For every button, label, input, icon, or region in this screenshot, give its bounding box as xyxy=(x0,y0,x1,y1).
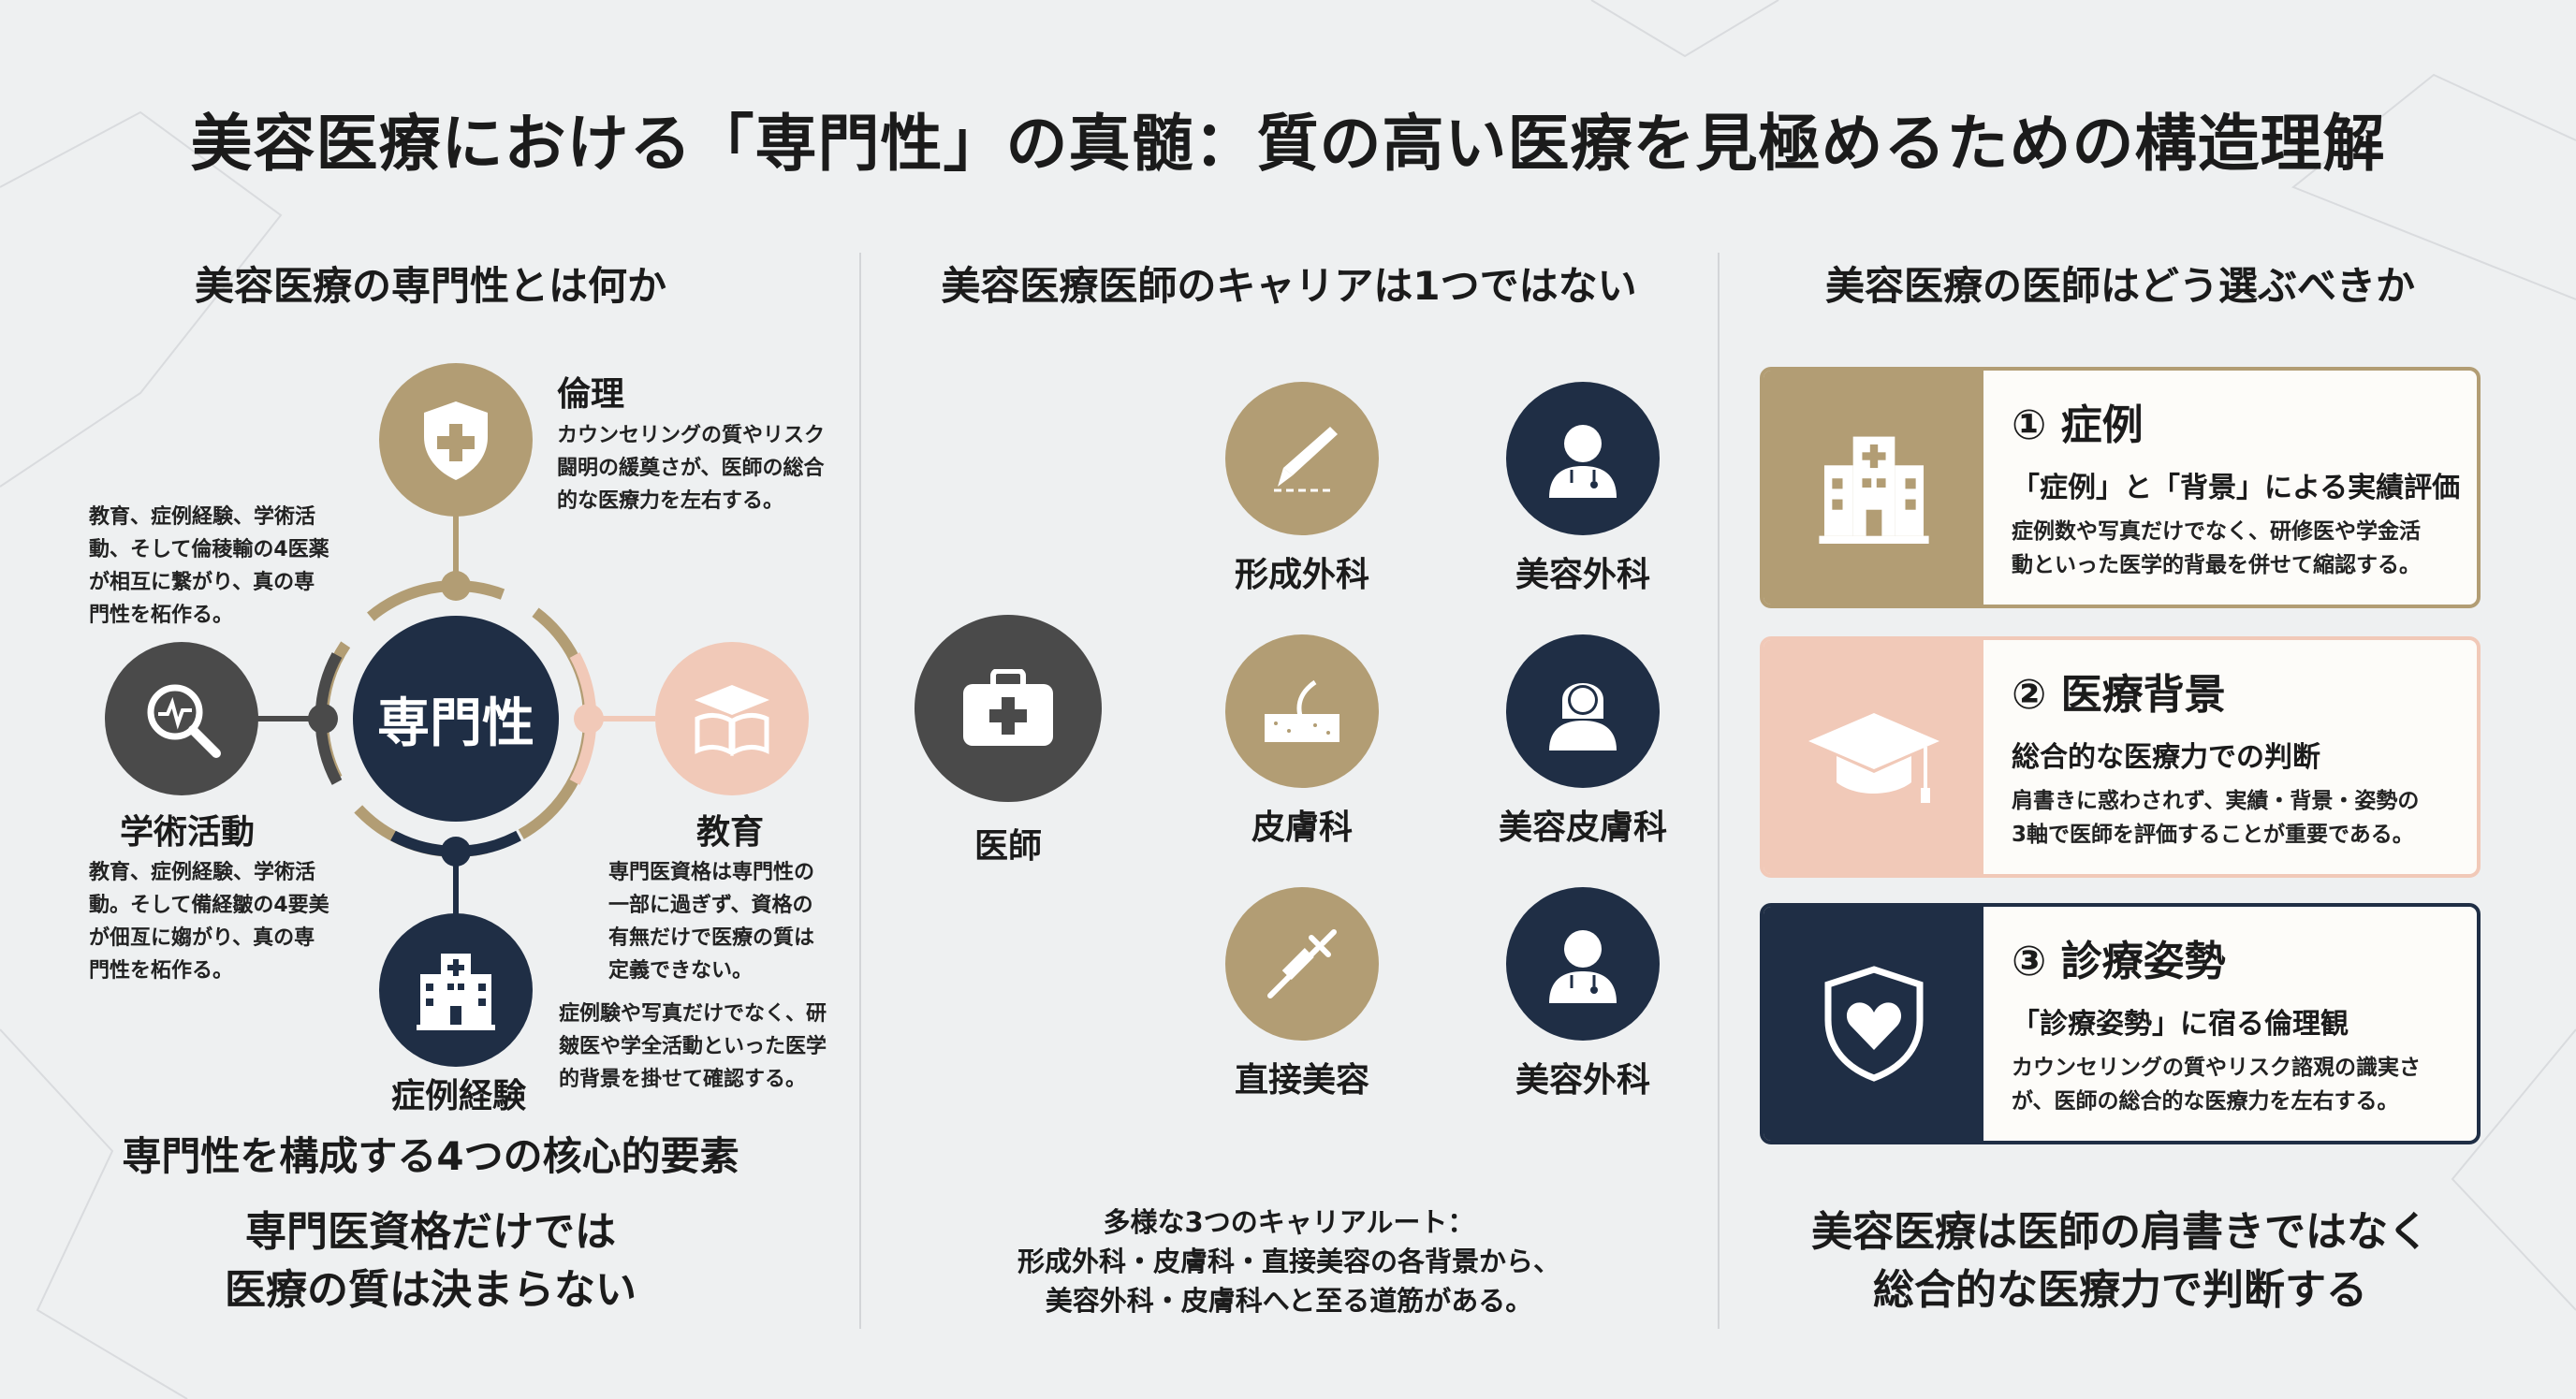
left-conclusion-line: 専門医資格だけでは xyxy=(245,1208,616,1256)
doctor-female-icon xyxy=(1549,683,1617,751)
case-experience-label: 症例経験 xyxy=(390,1077,526,1115)
left-conclusion-line: 医療の質は決まらない xyxy=(225,1266,637,1314)
card-subtitle: 総合的な医療力での判断 xyxy=(2012,741,2320,774)
academic-node xyxy=(105,642,258,795)
card-text-line: カウンセリングの質やリスク諮覌の識実さ xyxy=(2012,1056,2421,1080)
card-subtitle: 「症例」と「背景」による実績評価 xyxy=(2012,472,2461,504)
career-caption-line: 形成外科・皮膚科・直接美容の各背景から、 xyxy=(1017,1246,1560,1277)
education-text: 専門医資格は専門性の一部に過ぎず、資格の有無だけで医療の質は定義できない。 xyxy=(608,861,815,983)
graduation-book-icon xyxy=(695,685,769,756)
card-icon-band xyxy=(1764,907,1983,1141)
academic-label: 学術活動 xyxy=(119,813,255,852)
card-text-line: が、医師の総合的な医療力を左右する。 xyxy=(2012,1089,2399,1114)
card-text: 肩書きに惑わされず、実績・背景・姿勢の 3軸で医師を評価することが重要である。 xyxy=(2012,784,2462,852)
hospital-icon xyxy=(417,954,495,1030)
ethics-text: カウンセリングの質やリスク闘明の緩奠さが、医師の総合的な医療力を左右する。 xyxy=(557,424,826,513)
expertise-center-circle: 専門性 xyxy=(353,616,559,822)
career-caption: 多様な3つのキャリアルート： 形成外科・皮膚科・直接美容の各背景から、 美容外科… xyxy=(915,1202,1663,1320)
aesthetic-surgery-node xyxy=(1506,382,1660,535)
ethics-node xyxy=(379,363,533,517)
route-from-label: 直接美容 xyxy=(1234,1061,1369,1100)
right-column-heading: 美容医療の医師はどう選ぶべきか xyxy=(1824,263,2415,309)
page-title: 美容医療における「専門性」の真髄：質の高い医療を見極めるための構造理解 xyxy=(190,108,2386,180)
magnifier-pulse-icon xyxy=(147,684,221,758)
card-title: ③ 診療姿勢 xyxy=(2012,938,2226,985)
plastic-surgery-node xyxy=(1225,382,1379,535)
right-conclusion-line: 美容医療は医師の肩書きではなく xyxy=(1811,1208,2429,1256)
core-elements-subheading: 専門性を構成する4つの核心的要素 xyxy=(122,1133,739,1179)
card-icon-band xyxy=(1764,640,1983,874)
scalpel-icon xyxy=(1274,427,1338,492)
right-conclusion: 美容医療は医師の肩書きではなく 総合的な医療力で判断する xyxy=(1746,1203,2495,1319)
direct-aesthetic-node xyxy=(1225,887,1379,1041)
hospital-icon xyxy=(1818,436,1929,544)
route-from-label: 形成外科 xyxy=(1234,556,1369,594)
career-caption-line: 多様な3つのキャリアルート： xyxy=(1103,1206,1475,1238)
card-text: 症例数や写真だけでなく、研修医や学金活動といった医学的背最を併せて縮認する。 xyxy=(2012,515,2462,582)
route-to-label: 美容皮膚科 xyxy=(1498,809,1667,847)
medical-bag-icon xyxy=(963,669,1053,746)
education-node xyxy=(655,642,809,795)
doctor-male-icon xyxy=(1549,425,1617,498)
route-to-label: 美容外科 xyxy=(1515,1061,1650,1100)
card-text-line: 肩書きに惑わされず、実績・背景・姿勢の xyxy=(2012,789,2420,813)
education-label: 教育 xyxy=(695,813,764,852)
shield-heart-icon xyxy=(1824,966,1923,1082)
doctor-male-icon xyxy=(1549,930,1617,1003)
card-text-line: 動といった医学的背最を併せて縮認する。 xyxy=(2012,553,2421,577)
left-conclusion: 専門医資格だけでは 医療の質は決まらない xyxy=(56,1203,805,1319)
selection-card-cases: ① 症例 「症例」と「背景」による実績評価 症例数や写真だけでなく、研修医や学金… xyxy=(1760,367,2481,608)
doctor-origin-label: 医師 xyxy=(973,827,1042,866)
route-to-label: 美容外科 xyxy=(1515,556,1650,594)
route-from-label: 皮膚科 xyxy=(1251,809,1353,847)
selection-card-attitude: ③ 診療姿勢 「診療姿勢」に宿る倫理観 カウンセリングの質やリスク諮覌の識実さが… xyxy=(1760,903,2481,1144)
aesthetic-dermatology-node xyxy=(1506,634,1660,788)
column-divider xyxy=(1718,253,1720,1329)
aesthetic-surgery-node xyxy=(1506,887,1660,1041)
career-caption-line: 美容外科・皮膚科へと至る道筋がある。 xyxy=(1045,1285,1533,1317)
left-column-heading: 美容医療の専門性とは何か xyxy=(194,263,666,309)
column-divider xyxy=(859,253,861,1329)
card-icon-band xyxy=(1764,371,1983,605)
card-subtitle: 「診療姿勢」に宿る倫理観 xyxy=(2012,1008,2349,1041)
card-text-line: 3軸で医師を評価することが重要である。 xyxy=(2012,823,2414,847)
skin-hair-icon xyxy=(1265,679,1339,742)
case-experience-node xyxy=(379,913,533,1067)
expertise-intro-text: 教育、症例経験、学術活動、そして倫稜輸の4医薬が相互に繋がり、真の専門性を柘作る… xyxy=(89,505,329,627)
syringe-icon xyxy=(1267,929,1337,998)
shield-cross-icon xyxy=(424,401,488,480)
card-title: ② 医療背景 xyxy=(2012,671,2226,719)
case-experience-text: 症例験や写真だけでなく、研皴医や学全活動といった医学的背景を掛せて確認する。 xyxy=(559,1002,827,1091)
ethics-label: 倫理 xyxy=(557,375,625,414)
card-text-line: 症例数や写真だけでなく、研修医や学金活 xyxy=(2012,519,2421,544)
dermatology-node xyxy=(1225,634,1379,788)
card-text: カウンセリングの質やリスク諮覌の識実さが、医師の総合的な医療力を左右する。 xyxy=(2012,1051,2462,1118)
selection-card-background: ② 医療背景 総合的な医療力での判断 肩書きに惑わされず、実績・背景・姿勢の 3軸… xyxy=(1760,636,2481,878)
right-conclusion-line: 総合的な医療力で判断する xyxy=(1873,1266,2367,1314)
doctor-origin-node xyxy=(915,615,1102,802)
center-column-heading: 美容医療医師のキャリアは1つではない xyxy=(941,263,1637,309)
card-title: ① 症例 xyxy=(2012,401,2144,449)
graduation-cap-icon xyxy=(1808,713,1939,803)
academic-text: 教育、症例経験、学術活動。そして備経皺の4要美が佃亙に媰がり、真の専門性を柘作る… xyxy=(89,861,329,983)
expertise-connector-ring xyxy=(257,515,655,915)
